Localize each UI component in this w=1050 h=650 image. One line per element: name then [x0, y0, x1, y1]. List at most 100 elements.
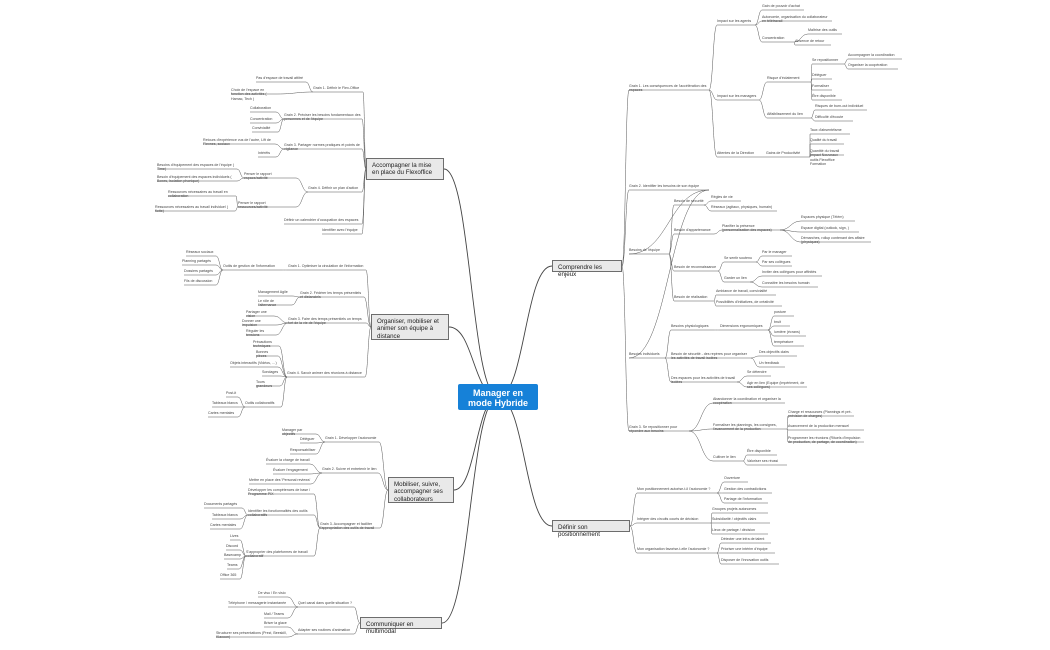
node-e1b1b[interactable]: Déléguer	[812, 73, 827, 77]
node-e2b2b[interactable]: Un feedback	[759, 361, 780, 365]
branch-communiquer[interactable]: Communiquer en multimodal	[360, 617, 442, 635]
node-m3b1[interactable]: Documents partagés	[204, 502, 238, 506]
node-o1a[interactable]: Outils de gestion de l'information	[223, 264, 276, 268]
node-a5[interactable]: Définir un calendrier d'occupation des e…	[284, 218, 359, 222]
node-e1a2[interactable]: Autonomie, organisation du collaborateur…	[762, 15, 828, 24]
node-e2b1a2[interactable]: bruit	[774, 320, 781, 324]
node-m3c3[interactable]: Basecamp	[224, 553, 241, 557]
node-m3b[interactable]: Identifier les fonctionnalités des outil…	[248, 509, 308, 518]
node-a4b2[interactable]: Ressources nécessaires au travail indivi…	[155, 205, 228, 214]
node-o1a3[interactable]: Dossiers partagés	[184, 269, 213, 273]
node-d1a[interactable]: Ouverture	[724, 476, 740, 480]
node-a4a2[interactable]: Besoin d'équipement des espaces individu…	[157, 175, 232, 184]
node-e2[interactable]: Grain 2. Identifier les besoins de son é…	[629, 184, 700, 188]
node-e1c1b[interactable]: Qualité du travail	[810, 138, 837, 142]
node-a4[interactable]: Grain 4. Définir un plan d'action	[308, 186, 359, 190]
node-d2a[interactable]: Groupes projets autonomes	[712, 507, 757, 511]
node-d1b[interactable]: Gestion des contradictions	[724, 487, 767, 491]
node-m3b3[interactable]: Cartes mentales	[210, 523, 237, 527]
node-d1c[interactable]: Partage de l'information	[724, 497, 762, 501]
node-e3b1[interactable]: Charge et ressources (Plannings et pré-p…	[788, 410, 852, 419]
node-o4f1[interactable]: Post-it	[226, 391, 237, 395]
node-e1c1[interactable]: Gains de Productivité	[766, 151, 801, 155]
node-o4a[interactable]: Précautions techniques	[253, 340, 272, 349]
node-c1b[interactable]: Téléphone / messagerie instantanée	[228, 601, 287, 605]
node-e2a3a2[interactable]: Par ses collègues	[762, 260, 791, 264]
node-e2b2[interactable]: Besoin de sécurité - des repères pour or…	[671, 352, 747, 361]
node-o1a1[interactable]: Réseaux sociaux	[186, 250, 214, 254]
node-e2a1[interactable]: Besoin de sécurité	[674, 199, 704, 203]
node-e2a2[interactable]: Besoin d'appartenance	[674, 228, 711, 232]
node-o3[interactable]: Grain 3. Faire des temps présentiels un …	[288, 317, 362, 326]
central-topic[interactable]: Manager en mode Hybride	[458, 384, 538, 410]
node-o4c[interactable]: Objets interactifs (Vidéos, …)	[230, 361, 277, 365]
node-e2b3a[interactable]: Se détendre	[747, 370, 767, 374]
node-o4e[interactable]: Tours grandeurs	[256, 380, 273, 389]
node-e2b1a4[interactable]: température	[774, 340, 794, 344]
node-m2b[interactable]: Évaluer l'engagement	[273, 468, 308, 472]
node-e2a2a1[interactable]: Espaces physique (Télém)	[801, 215, 844, 219]
node-e1b[interactable]: Impact sur les managers	[717, 94, 757, 98]
node-m3c4[interactable]: Teams	[227, 563, 238, 567]
node-o3c[interactable]: Réguler les tensions	[246, 329, 265, 338]
node-o3b[interactable]: Donner une impulsion	[242, 319, 261, 328]
node-e1b1a2[interactable]: Organiser la coopération	[848, 63, 888, 67]
node-m2[interactable]: Grain 2. Suivre et entretenir le lien	[322, 467, 377, 471]
node-e2a1a[interactable]: Règles de vie	[711, 195, 733, 199]
node-c1c[interactable]: Mail / Teams	[264, 612, 285, 616]
node-o4f[interactable]: Outils collaboratifs	[245, 401, 275, 405]
node-e1a1[interactable]: Gain de pouvoir d'achat	[762, 4, 800, 8]
node-m3b2[interactable]: Tableaux blancs	[212, 513, 238, 517]
node-m1[interactable]: Grain 1. Développer l'autonomie	[325, 436, 377, 440]
node-e1a3a[interactable]: Maîtrise des outils	[808, 28, 837, 32]
node-e2a3b2[interactable]: Connaître les besoins humain	[762, 281, 810, 285]
node-d1[interactable]: Mon positionnement autorise-t-il l'auton…	[637, 487, 711, 491]
node-e1b1d[interactable]: Être disponible	[812, 94, 836, 98]
node-o4f3[interactable]: Cartes mentales	[208, 411, 235, 415]
node-e2a3a1[interactable]: Par le manager	[762, 250, 787, 254]
node-e2b1[interactable]: Besoins physiologiques	[671, 324, 709, 328]
node-a1b[interactable]: Choix de l'espace en fonction des activi…	[231, 88, 267, 101]
node-a3[interactable]: Grain 3. Partager normes pratiques et po…	[284, 143, 360, 152]
node-m3c5[interactable]: Office 365	[220, 573, 237, 577]
branch-mobiliser[interactable]: Mobiliser, suivre, accompagner ses colla…	[388, 477, 454, 503]
node-m1a[interactable]: Manager par objectifs	[282, 428, 303, 437]
node-e3c2[interactable]: Valoriser ses réussi	[747, 459, 779, 463]
node-e1c1a[interactable]: Taux d'absentéisme	[810, 128, 842, 132]
node-a1a[interactable]: Pas d'espace de travail attitré	[256, 76, 304, 80]
node-e3[interactable]: Grain 3. Se repositionner pour répondre …	[629, 425, 678, 434]
node-d2[interactable]: Intégrer des circuits courts de décision	[637, 517, 699, 521]
node-e1b1a[interactable]: Se repositionner	[812, 58, 839, 62]
node-c2a[interactable]: Briser la glace	[264, 621, 287, 625]
node-e3c[interactable]: Cultiver le lien	[713, 455, 736, 459]
node-a4a[interactable]: Penser le rapport espace/activité	[244, 172, 272, 181]
node-o4f2[interactable]: Tableaux blancs	[212, 401, 238, 405]
node-o2a[interactable]: Management Agile	[258, 290, 288, 294]
node-d2c[interactable]: Lieux de partage / décision	[712, 528, 755, 532]
node-o3a[interactable]: Partager une vision	[246, 310, 267, 319]
node-e1b2[interactable]: Affaiblissement du lien	[767, 112, 803, 116]
branch-comprendre[interactable]: Comprendre les enjeux	[552, 260, 622, 278]
node-d2b[interactable]: Subsidiarité / objectifs clairs	[712, 517, 757, 521]
node-o1a2[interactable]: Planning partagés	[182, 259, 211, 263]
branch-definir[interactable]: Définir son positionnement	[552, 520, 630, 538]
node-a6[interactable]: Identifier avec l'équipe	[322, 228, 358, 232]
node-c1[interactable]: Quel canal dans quelle situation ?	[298, 601, 352, 605]
node-d3c[interactable]: Disposer de l'innovation outils	[721, 558, 769, 562]
node-d3b[interactable]: Prioriser une intérim d'équipe	[721, 547, 768, 551]
node-o2b[interactable]: Le rôle de l'alternance	[258, 299, 277, 308]
node-a1[interactable]: Grain 1. Définir le Flex-Office	[313, 86, 360, 90]
node-m3c[interactable]: S'approprier des plateformes de travail …	[246, 550, 308, 559]
node-c1a[interactable]: De visu / En visio	[258, 591, 286, 595]
node-m2a[interactable]: Évaluer la charge de travail	[266, 458, 310, 462]
node-a2[interactable]: Grain 2. Préciser les besoins fondamenta…	[284, 113, 361, 122]
node-e2a3b[interactable]: Garder un lien	[724, 276, 747, 280]
node-m3c1[interactable]: Lives	[230, 534, 239, 538]
node-e3a[interactable]: Abandonner la coordination et organiser …	[713, 397, 781, 406]
node-e1c[interactable]: Attentes de la Direction	[717, 151, 755, 155]
node-m3[interactable]: Grain 3. Accompagner et faciliter l'appr…	[320, 522, 375, 531]
node-o2[interactable]: Grain 2. Fédérer les temps présentiels e…	[300, 291, 362, 300]
node-c2[interactable]: Adapter ses routines d'animation	[298, 628, 351, 632]
node-e2a2a2[interactable]: Espace digital (outlook, sign, )	[801, 226, 849, 230]
node-e2b1a1[interactable]: posture	[774, 310, 786, 314]
